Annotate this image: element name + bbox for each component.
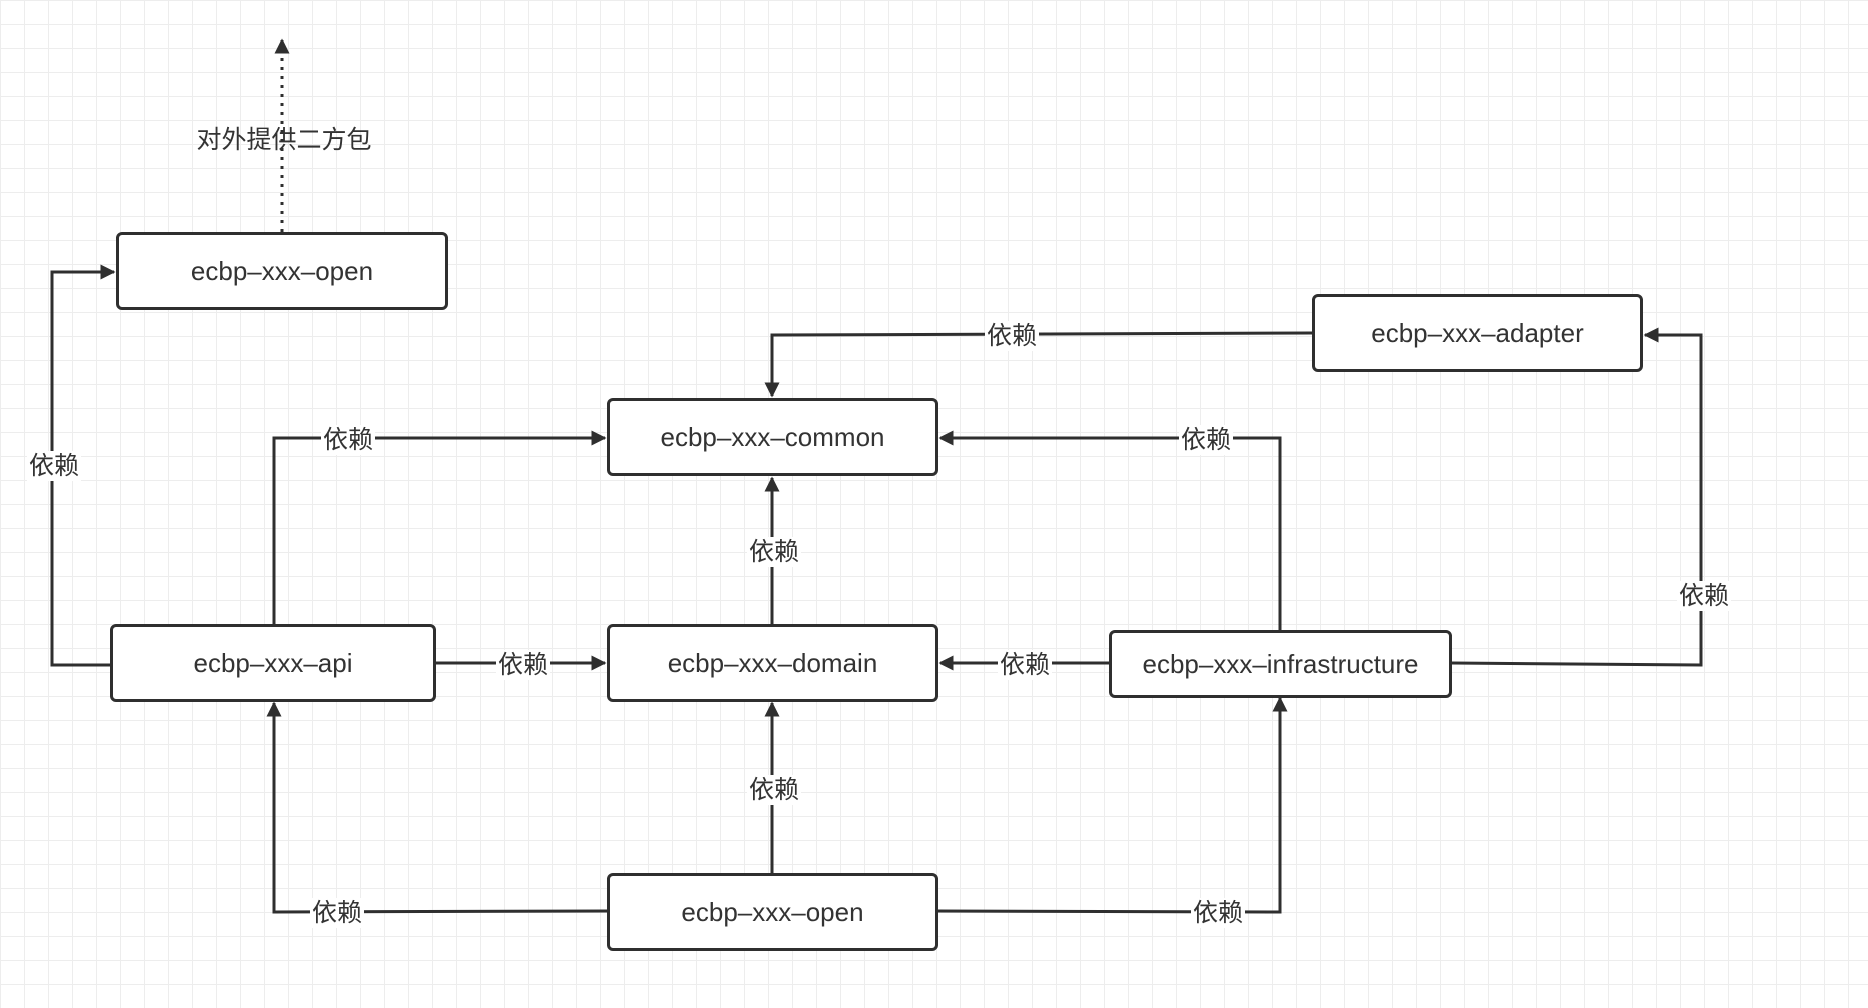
label-dep-api-open: 依赖 [26, 451, 82, 481]
node-common[interactable]: ecbp–xxx–common [607, 398, 938, 476]
node-open-bottom[interactable]: ecbp–xxx–open [607, 873, 938, 951]
connector-infra-adapter [1451, 327, 1703, 667]
connector-infra-common [938, 430, 1282, 630]
node-open-top[interactable]: ecbp–xxx–open [116, 232, 448, 310]
node-adapter[interactable]: ecbp–xxx–adapter [1312, 294, 1643, 372]
label-dep-open-domain: 依赖 [746, 775, 802, 805]
label-dep-api-common: 依赖 [320, 425, 376, 455]
node-infrastructure[interactable]: ecbp–xxx–infrastructure [1109, 630, 1452, 698]
label-dep-infra-domain: 依赖 [997, 650, 1053, 680]
connector-open-api [266, 701, 608, 914]
label-external-package: 对外提供二方包 [196, 125, 372, 154]
label-dep-infra-adapter: 依赖 [1676, 581, 1732, 611]
node-domain[interactable]: ecbp–xxx–domain [607, 624, 938, 702]
label-dep-api-domain: 依赖 [495, 650, 551, 680]
label-dep-infra-common: 依赖 [1178, 425, 1234, 455]
label-dep-domain-common: 依赖 [746, 537, 802, 567]
node-api[interactable]: ecbp–xxx–api [110, 624, 436, 702]
connector-open-infra [936, 696, 1288, 914]
connector-adapter-common [764, 331, 1313, 398]
connector-api-common [272, 430, 607, 625]
label-dep-adapter-common: 依赖 [984, 321, 1040, 351]
label-dep-open-infra: 依赖 [1190, 898, 1246, 928]
label-dep-open-api: 依赖 [309, 898, 365, 928]
